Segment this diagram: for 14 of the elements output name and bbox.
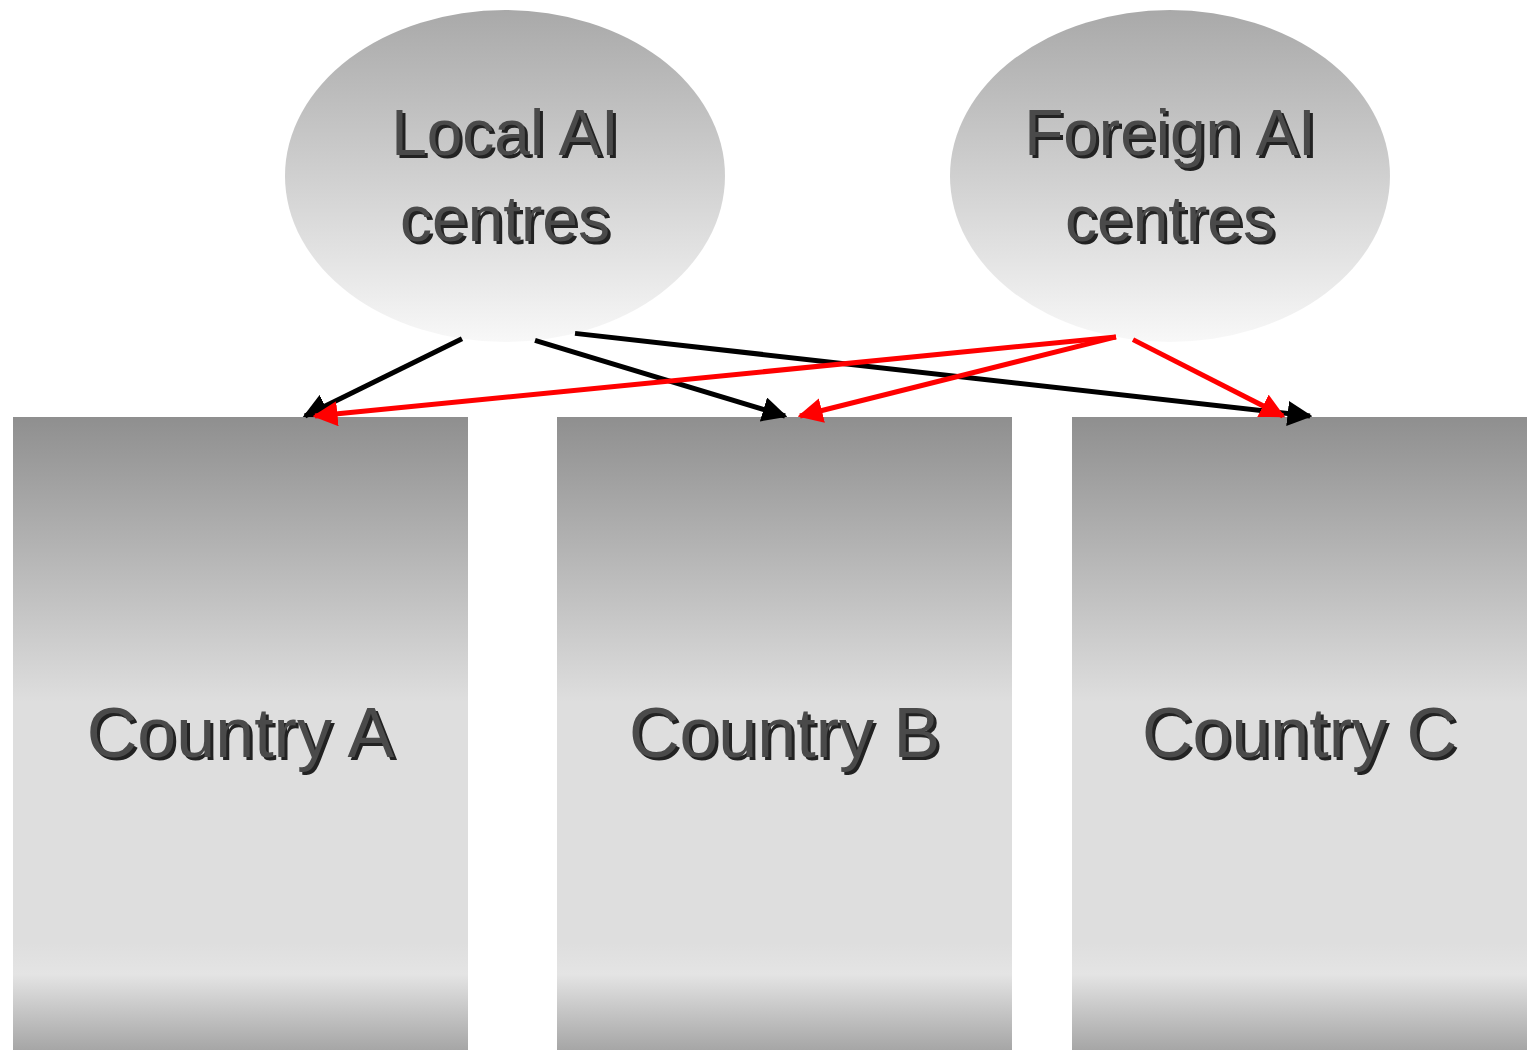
country-box	[1072, 417, 1527, 1050]
arrow	[312, 334, 1117, 427]
country-box	[13, 417, 468, 1050]
country-label: Country B	[628, 692, 941, 774]
country-label: Country A	[86, 692, 395, 774]
node-label: Foreign AI centres	[1023, 95, 1317, 257]
node-label: Local AI centres	[390, 95, 620, 257]
country-label: Country C	[1141, 692, 1458, 774]
arrow	[302, 336, 464, 419]
arrow	[1131, 337, 1286, 419]
arrow	[797, 334, 1117, 423]
arrow	[534, 338, 788, 422]
country-box	[557, 417, 1012, 1050]
arrow	[574, 330, 1313, 426]
